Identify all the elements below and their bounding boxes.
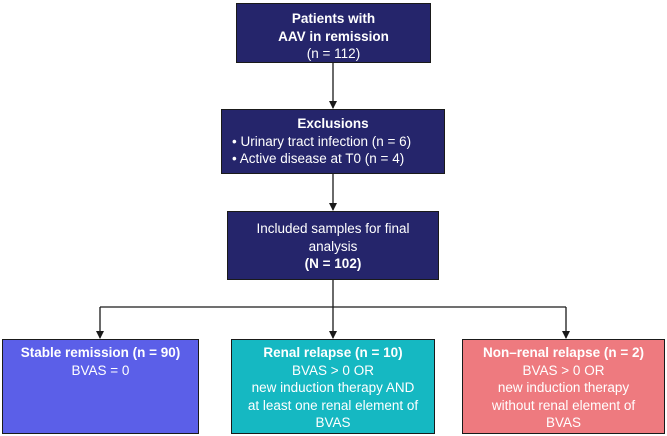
renal-relapse-box: Renal relapse (n = 10) BVAS > 0 OR new i… — [231, 339, 435, 434]
stable-line1: BVAS = 0 — [71, 362, 130, 378]
exclusion-item-active-disease: • Active disease at T0 (n = 4) — [232, 151, 405, 166]
exclusions-title: Exclusions — [297, 116, 369, 131]
renal-line4: BVAS — [315, 415, 351, 430]
stable-remission-box: Stable remission (n = 90) BVAS = 0 — [2, 339, 199, 434]
nonrenal-title: Non–renal relapse (n = 2) — [483, 345, 644, 360]
included-box: Included samples for final analysis (N =… — [227, 211, 439, 280]
renal-line2: new induction therapy AND — [251, 380, 415, 395]
exclusion-item-uti: • Urinary tract infection (n = 6) — [232, 133, 412, 149]
patients-count: (n = 112) — [306, 46, 361, 61]
nonrenal-line2: new induction therapy — [497, 380, 630, 395]
included-line1: Included samples for final — [256, 221, 410, 236]
non-renal-relapse-box: Non–renal relapse (n = 2) BVAS > 0 OR ne… — [462, 339, 665, 434]
stable-title: Stable remission (n = 90) — [20, 345, 181, 360]
renal-line3: at least one renal element of — [247, 397, 419, 413]
nonrenal-line4: BVAS — [545, 415, 581, 430]
included-line2: analysis — [308, 238, 358, 254]
renal-line1: BVAS > 0 OR — [292, 362, 374, 378]
renal-title: Renal relapse (n = 10) — [263, 345, 403, 360]
included-count: (N = 102) — [304, 256, 362, 271]
patients-title-line2: AAV in remission — [278, 28, 389, 44]
nonrenal-line1: BVAS > 0 OR — [522, 362, 605, 378]
patients-box: Patients with AAV in remission (n = 112) — [236, 3, 431, 63]
patients-title-line1: Patients with — [291, 11, 376, 26]
exclusions-box: Exclusions • Urinary tract infection (n … — [221, 109, 445, 174]
nonrenal-line3: without renal element of — [491, 397, 636, 413]
